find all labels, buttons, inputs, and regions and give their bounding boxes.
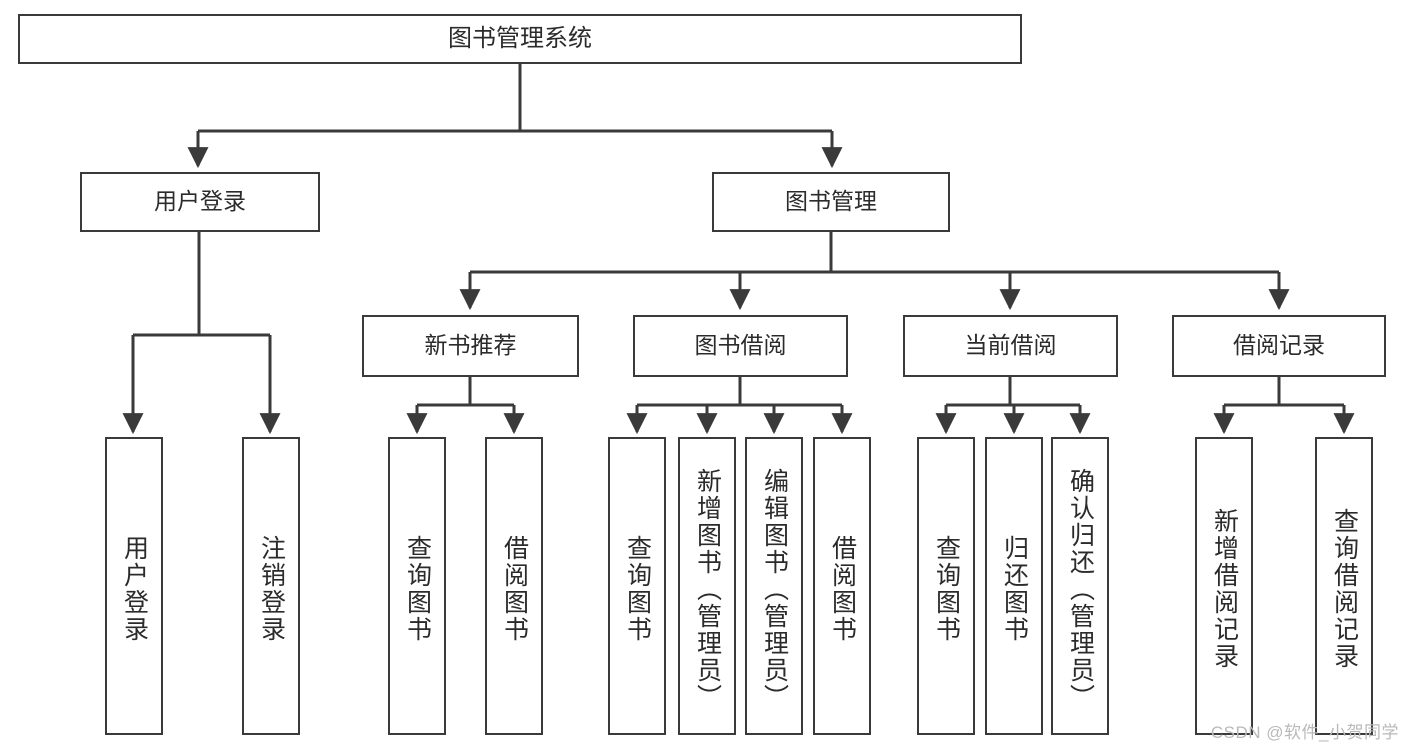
node-leaf-query-book-recommend[interactable]: 查询图书 — [388, 437, 446, 735]
node-leaf-user-login[interactable]: 用户登录 — [105, 437, 163, 735]
node-book-borrow[interactable]: 图书借阅 — [633, 315, 848, 377]
node-leaf-confirm-return-admin[interactable]: 确认归还（管理员） — [1051, 437, 1109, 735]
node-leaf-add-borrow-record[interactable]: 新增借阅记录 — [1195, 437, 1253, 735]
node-leaf-edit-book-admin[interactable]: 编辑图书（管理员） — [745, 437, 803, 735]
node-label: 归还图书 — [1000, 535, 1029, 643]
node-label: 新增借阅记录 — [1210, 508, 1239, 670]
node-label: 编辑图书（管理员） — [760, 467, 789, 711]
node-book-management[interactable]: 图书管理 — [712, 172, 950, 232]
node-label: 当前借阅 — [964, 332, 1057, 359]
node-label: 用户登录 — [120, 535, 149, 643]
node-user-login[interactable]: 用户登录 — [80, 172, 320, 232]
node-label: 借阅图书 — [828, 535, 857, 643]
node-label: 注销登录 — [257, 535, 286, 643]
node-label: 确认归还（管理员） — [1066, 467, 1095, 711]
node-root-book-management-system[interactable]: 图书管理系统 — [18, 14, 1022, 64]
node-label: 查询图书 — [403, 535, 432, 643]
node-label: 图书借阅 — [694, 332, 787, 359]
node-label: 借阅图书 — [500, 535, 529, 643]
node-leaf-borrow-book[interactable]: 借阅图书 — [813, 437, 871, 735]
node-label: 用户登录 — [154, 188, 246, 215]
node-leaf-logout[interactable]: 注销登录 — [242, 437, 300, 735]
watermark: CSDN @软件_小贺同学 — [1210, 723, 1399, 742]
node-new-book-recommend[interactable]: 新书推荐 — [362, 315, 579, 377]
node-leaf-borrow-book-recommend[interactable]: 借阅图书 — [485, 437, 543, 735]
node-label: 图书管理系统 — [448, 24, 592, 52]
node-label: 查询借阅记录 — [1330, 508, 1359, 670]
node-label: 新书推荐 — [424, 332, 517, 359]
node-label: 查询图书 — [932, 535, 961, 643]
node-label: 图书管理 — [785, 188, 877, 215]
node-label: 借阅记录 — [1233, 332, 1325, 359]
node-label: 新增图书（管理员） — [693, 467, 722, 711]
node-current-borrow[interactable]: 当前借阅 — [903, 315, 1118, 377]
node-borrow-record[interactable]: 借阅记录 — [1172, 315, 1386, 377]
node-leaf-query-book-borrow[interactable]: 查询图书 — [608, 437, 666, 735]
node-label: 查询图书 — [623, 535, 652, 643]
node-leaf-add-book-admin[interactable]: 新增图书（管理员） — [678, 437, 736, 735]
node-leaf-query-book-current[interactable]: 查询图书 — [917, 437, 975, 735]
node-leaf-return-book[interactable]: 归还图书 — [985, 437, 1043, 735]
node-leaf-query-borrow-record[interactable]: 查询借阅记录 — [1315, 437, 1373, 735]
